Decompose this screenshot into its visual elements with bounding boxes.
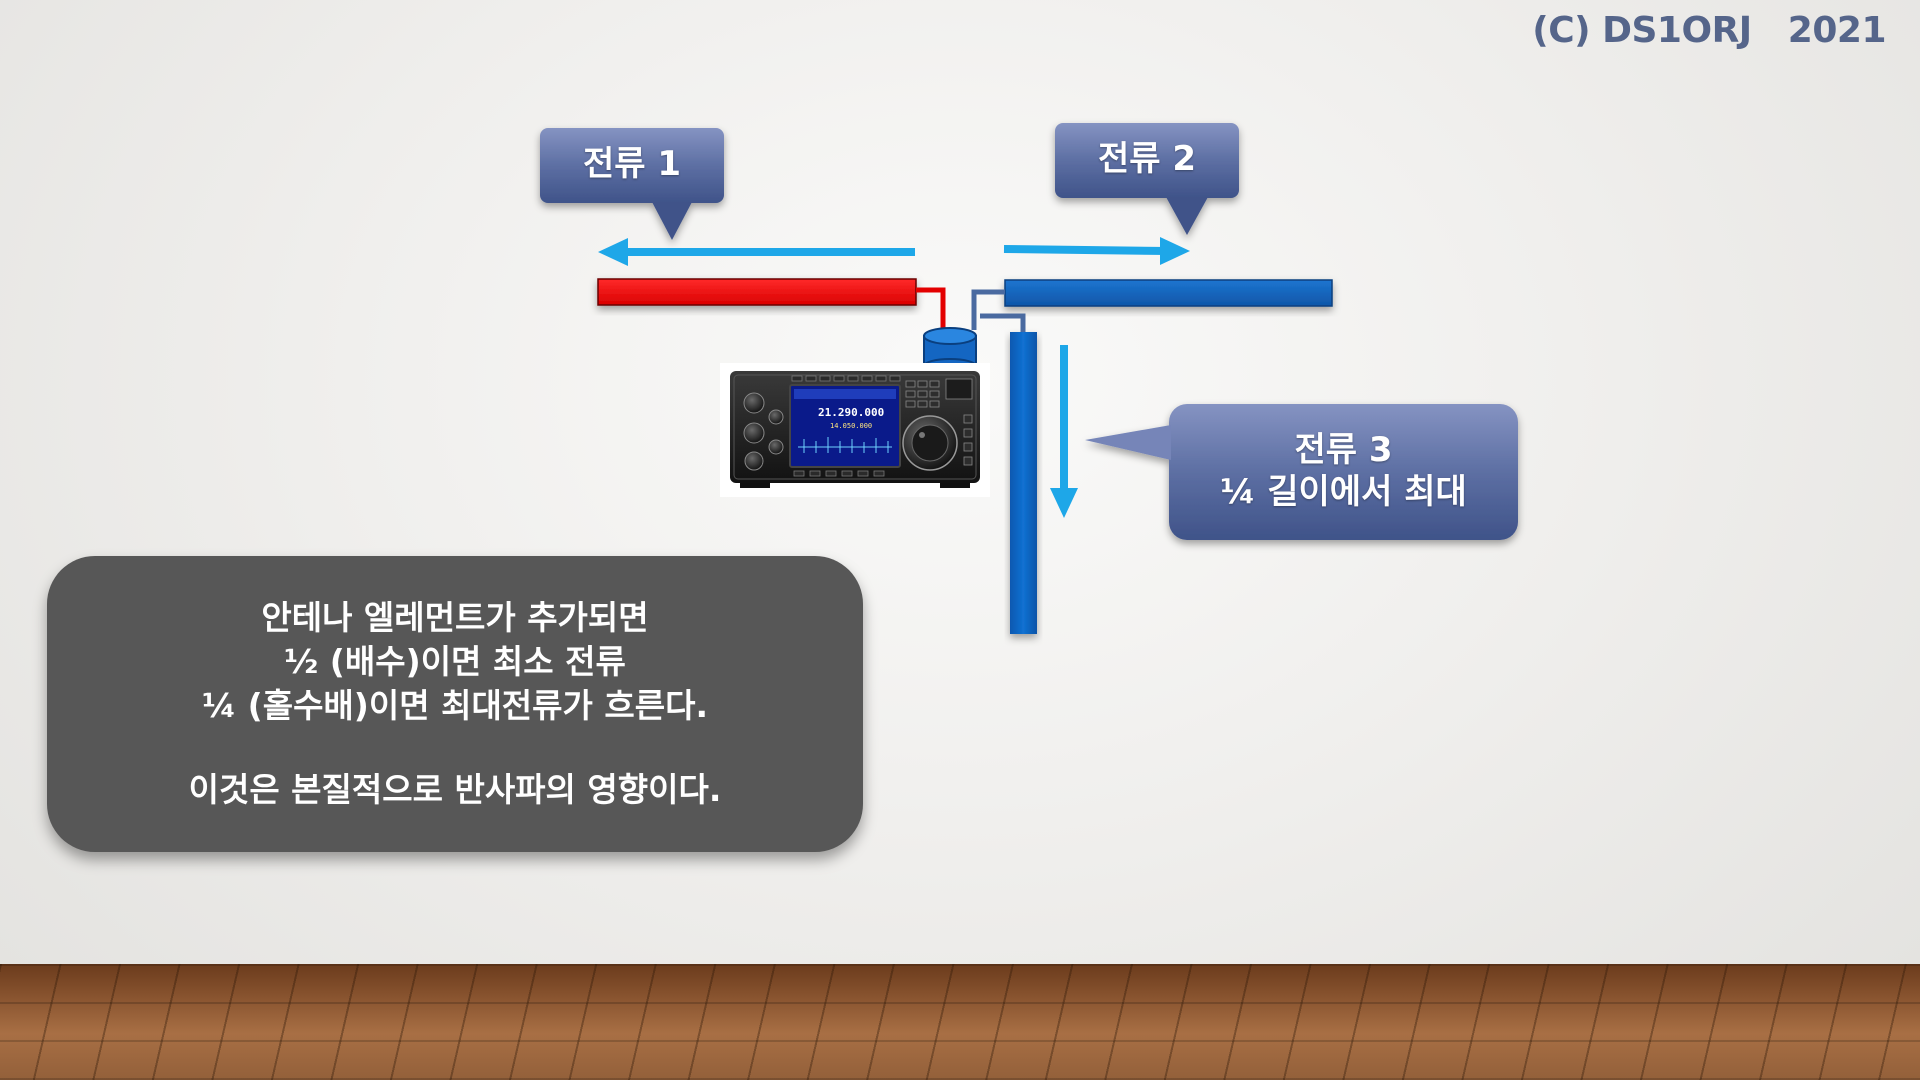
antenna-element-left (597, 278, 917, 306)
current-arrow-right (1003, 237, 1190, 265)
explanation-spacer (47, 728, 863, 768)
callout-label-current-2: 전류 2 (1097, 138, 1197, 179)
radio-transceiver-image: 21.290.000 14.050.000 (720, 363, 990, 497)
callout-label-current-1: 전류 1 (582, 143, 682, 184)
callout-current-3 (1085, 404, 1518, 540)
transceiver-icon: 21.290.000 14.050.000 (730, 371, 980, 488)
sub-frequency-readout: 14.050.000 (830, 422, 872, 430)
wooden-floor (0, 964, 1920, 1080)
callout-current-3-line1: 전류 3 (1294, 429, 1393, 470)
callout-current-2 (1055, 123, 1239, 235)
main-frequency-readout: 21.290.000 (818, 406, 884, 419)
antenna-element-right (1004, 279, 1333, 307)
feed-line-red (916, 287, 946, 330)
callout-label-current-3: 전류 3 ¼ 길이에서 최대 (1169, 404, 1518, 538)
antenna-element-vertical (1010, 332, 1037, 634)
explanation-line-4: 이것은 본질적으로 반사파의 영향이다. (188, 769, 722, 809)
feed-line-blue-vertical (980, 313, 1026, 332)
explanation-box: 안테나 엘레먼트가 추가되면 ½ (배수)이면 최소 전류 ¼ (홀수배)이면 … (47, 556, 863, 852)
callout-current-1 (540, 128, 724, 240)
feed-line-blue (971, 289, 1005, 330)
current-arrow-down (1050, 345, 1078, 518)
explanation-line-1: 안테나 엘레먼트가 추가되면 (261, 598, 649, 638)
callout-current-3-line2: ¼ 길이에서 최대 (1220, 472, 1467, 512)
explanation-line-3: ¼ (홀수배)이면 최대전류가 흐른다. (201, 686, 708, 725)
explanation-line-2: ½ (배수)이면 최소 전류 (284, 642, 626, 682)
current-arrow-left (598, 238, 915, 266)
copyright-label: (C) DS1ORJ 2021 (1532, 10, 1886, 51)
